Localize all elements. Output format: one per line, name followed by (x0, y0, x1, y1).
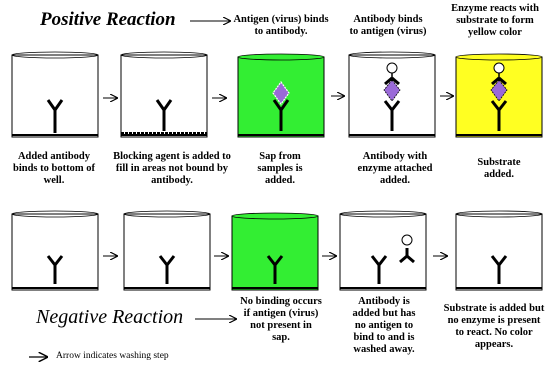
step-caption-5: Substrate added. (477, 157, 521, 180)
well-negative-2 (123, 210, 211, 291)
antibody-icon (490, 100, 508, 131)
well-negative-3 (231, 212, 319, 291)
step-caption-2: Blocking agent is added to fill in areas… (113, 151, 231, 186)
antigen-icon (490, 79, 508, 102)
antibody-icon (272, 99, 290, 131)
positive-title: Positive Reaction (40, 9, 176, 30)
antigen-icon (383, 79, 401, 102)
enzyme-icon (401, 234, 413, 246)
positive-caption-2: Antibody binds to antigen (virus) (349, 14, 427, 37)
well-positive-1 (11, 51, 99, 138)
enzyme-icon (493, 62, 505, 74)
step-caption-4: Antibody with enzyme attached added. (357, 151, 433, 186)
well-positive-4 (348, 51, 436, 138)
negative-caption-1: No binding occurs if antigen (virus) not… (240, 296, 322, 343)
antibody-icon (370, 255, 388, 284)
well-positive-3 (237, 53, 325, 138)
negative-caption-3: Substrate is added but no enzyme is pres… (443, 303, 545, 350)
antigen-icon (272, 80, 290, 106)
step-caption-3: Sap from samples is added. (257, 151, 303, 186)
enzyme-icon (386, 62, 398, 74)
step-caption-1: Added antibody binds to bottom of well. (13, 151, 95, 186)
well-negative-5 (455, 210, 543, 291)
positive-caption-3: Enzyme reacts with substrate to form yel… (451, 3, 539, 38)
enzyme-antibody-icon (399, 248, 415, 264)
positive-row (11, 21, 543, 138)
legend-text: Arrow indicates washing step (56, 351, 169, 361)
well-negative-1 (11, 210, 99, 291)
antibody-icon (46, 255, 64, 284)
antibody-icon (46, 99, 64, 133)
negative-row (11, 210, 543, 319)
positive-caption-1: Antigen (virus) binds to antibody. (233, 14, 329, 37)
antibody-icon (266, 255, 284, 284)
antibody-icon (155, 99, 173, 131)
well-negative-4 (339, 210, 427, 291)
antibody-icon (490, 255, 508, 284)
well-positive-2 (120, 51, 208, 138)
enzyme-antibody-icon (384, 76, 400, 86)
negative-caption-2: Antibody is added but has no antigen to … (352, 296, 416, 355)
antibody-icon (383, 100, 401, 131)
antibody-icon (158, 255, 176, 284)
well-positive-5 (455, 53, 543, 138)
negative-title: Negative Reaction (36, 306, 184, 328)
